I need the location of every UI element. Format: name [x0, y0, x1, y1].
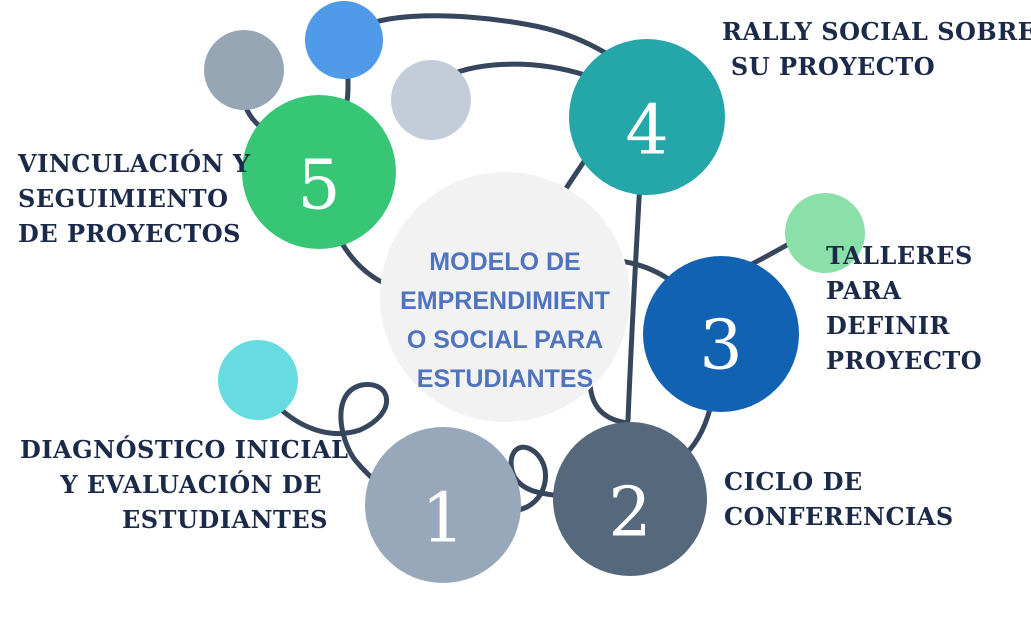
- step-2-label: CICLO DE CONFERENCIAS: [724, 464, 954, 534]
- step-5-circle: 5: [242, 95, 396, 249]
- light-green-bubble: [785, 193, 865, 273]
- center-title-line-4: ESTUDIANTES: [417, 365, 593, 393]
- step-2-number: 2: [608, 474, 651, 553]
- step-3-label-line: PROYECTO: [826, 346, 983, 375]
- step-2-disc: [553, 422, 707, 576]
- decorative-bubbles: [204, 1, 865, 420]
- step-3-disc: [643, 256, 799, 412]
- step-3-label: TALLERES PARA DEFINIR PROYECTO: [826, 238, 982, 378]
- step-2-label-line: CICLO DE: [724, 467, 863, 496]
- step-3-circle: 3: [643, 256, 799, 412]
- step-4-label-line: RALLY SOCIAL SOBRE: [722, 17, 1031, 46]
- step-3-label-line: DEFINIR: [826, 311, 950, 340]
- step-1-label: DIAGNÓSTICO INICIAL Y EVALUACIÓN DE ESTU…: [20, 432, 349, 537]
- step-1-number: 1: [421, 480, 464, 559]
- step-1-disc: [365, 427, 521, 583]
- step-4-label: RALLY SOCIAL SOBRE SU PROYECTO: [722, 14, 1031, 84]
- step-5-label-line: SEGUIMIENTO: [18, 184, 229, 213]
- step-1-label-line: ESTUDIANTES: [122, 505, 328, 534]
- cyan-bubble: [218, 340, 298, 420]
- step-3-label-line: TALLERES: [826, 241, 973, 270]
- step-5-label: VINCULACIÓN Y SEGUIMIENTO DE PROYECTOS: [18, 146, 251, 251]
- step-5-disc: [242, 95, 396, 249]
- center-title-line-3: O SOCIAL PARA: [407, 326, 603, 354]
- step-3-number: 3: [699, 307, 742, 386]
- connector-center-to-2: [587, 377, 631, 426]
- step-4-number: 4: [625, 92, 668, 171]
- center-title-line-1: MODELO DE: [429, 248, 580, 276]
- center-node: MODELO DE EMPRENDIMIENT O SOCIAL PARA ES…: [380, 172, 630, 422]
- step-5-label-line: DE PROYECTOS: [18, 219, 241, 248]
- step-5-number: 5: [297, 147, 340, 226]
- step-4-circle: 4: [569, 39, 725, 195]
- light-gray-bubble: [391, 60, 471, 140]
- step-3-label-line: PARA: [826, 276, 902, 305]
- step-5-label-line: VINCULACIÓN Y: [18, 149, 251, 178]
- step-2-label-line: CONFERENCIAS: [724, 502, 954, 531]
- step-1-label-line: DIAGNÓSTICO INICIAL: [20, 435, 349, 464]
- step-4-label-line: SU PROYECTO: [722, 52, 936, 81]
- connector-4-to-2: [625, 177, 643, 423]
- step-4-disc: [569, 39, 725, 195]
- blue-bubble: [305, 1, 383, 79]
- connector-1-to-2-loop: [508, 444, 563, 513]
- step-1-circle: 1: [365, 427, 521, 583]
- connector-cyan-loop-to-1: [273, 382, 390, 488]
- step-1-label-line: Y EVALUACIÓN DE: [60, 470, 322, 499]
- center-circle: [380, 172, 630, 422]
- step-2-circle: 2: [553, 422, 707, 576]
- center-title-line-2: EMPRENDIMIENT: [400, 287, 610, 315]
- gray-bubble: [204, 30, 284, 110]
